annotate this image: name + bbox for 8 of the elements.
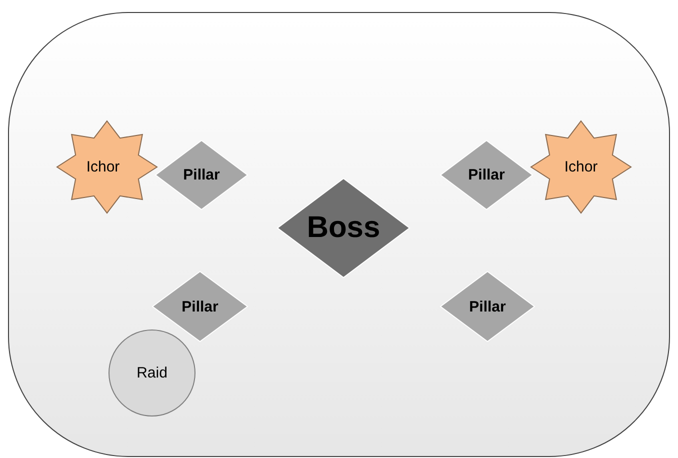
node-label: Ichor xyxy=(564,158,598,176)
node-label: Boss xyxy=(306,211,380,245)
node-label: Pillar xyxy=(468,166,505,184)
node-label: Ichor xyxy=(86,158,120,176)
node-label: Raid xyxy=(136,364,168,382)
node-label: Pillar xyxy=(469,298,506,315)
node-label: Pillar xyxy=(183,166,220,184)
node-label: Pillar xyxy=(182,298,218,315)
